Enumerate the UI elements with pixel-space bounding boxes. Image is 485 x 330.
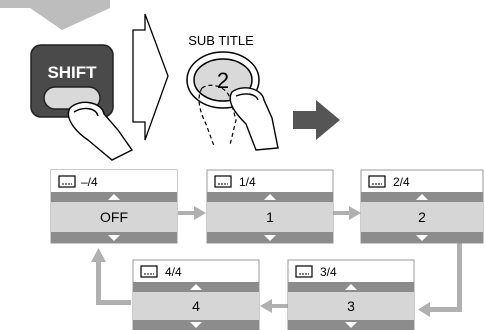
- state-header: 1/4: [239, 175, 256, 189]
- subtitle-caption: SUB TITLE: [188, 33, 254, 48]
- state-box-4: 4/4 4: [132, 259, 260, 330]
- state-box-1: 1/4 1: [206, 169, 334, 244]
- state-value: 4: [192, 298, 200, 314]
- subtitle-button-label: 2: [217, 68, 229, 93]
- flow-arrow-4-to-off: [91, 248, 131, 305]
- subtitle-icon: [368, 175, 386, 188]
- state-value: 3: [347, 298, 355, 314]
- state-header: 3/4: [320, 265, 337, 279]
- state-value: 2: [418, 209, 426, 225]
- shift-button-label: SHIFT: [47, 63, 97, 82]
- state-value: OFF: [100, 209, 128, 225]
- state-header: 4/4: [165, 265, 182, 279]
- subtitle-icon: [140, 265, 158, 278]
- subtitle-icon: [58, 175, 76, 188]
- subtitle-icon: [295, 265, 313, 278]
- flow-arrows: [178, 206, 361, 220]
- hollow-right-arrow-icon: [132, 13, 169, 141]
- state-value: 1: [266, 209, 274, 225]
- down-arrow-icon: [0, 0, 110, 30]
- state-box-off: –/4 OFF: [50, 169, 178, 244]
- finger-ghost-icon: [198, 84, 237, 147]
- state-box-2: 2/4 2: [360, 169, 484, 244]
- finger-icon: [67, 101, 134, 161]
- state-box-3: 3/4 3: [287, 259, 415, 330]
- subtitle-icon: [214, 175, 232, 188]
- state-header: –/4: [81, 175, 98, 189]
- flow-arrow-3-to-4: [260, 299, 288, 313]
- right-arrow-icon: [293, 100, 340, 140]
- finger-icon: [229, 87, 279, 151]
- state-header: 2/4: [393, 175, 410, 189]
- flow-arrow-2-to-3: [418, 222, 462, 317]
